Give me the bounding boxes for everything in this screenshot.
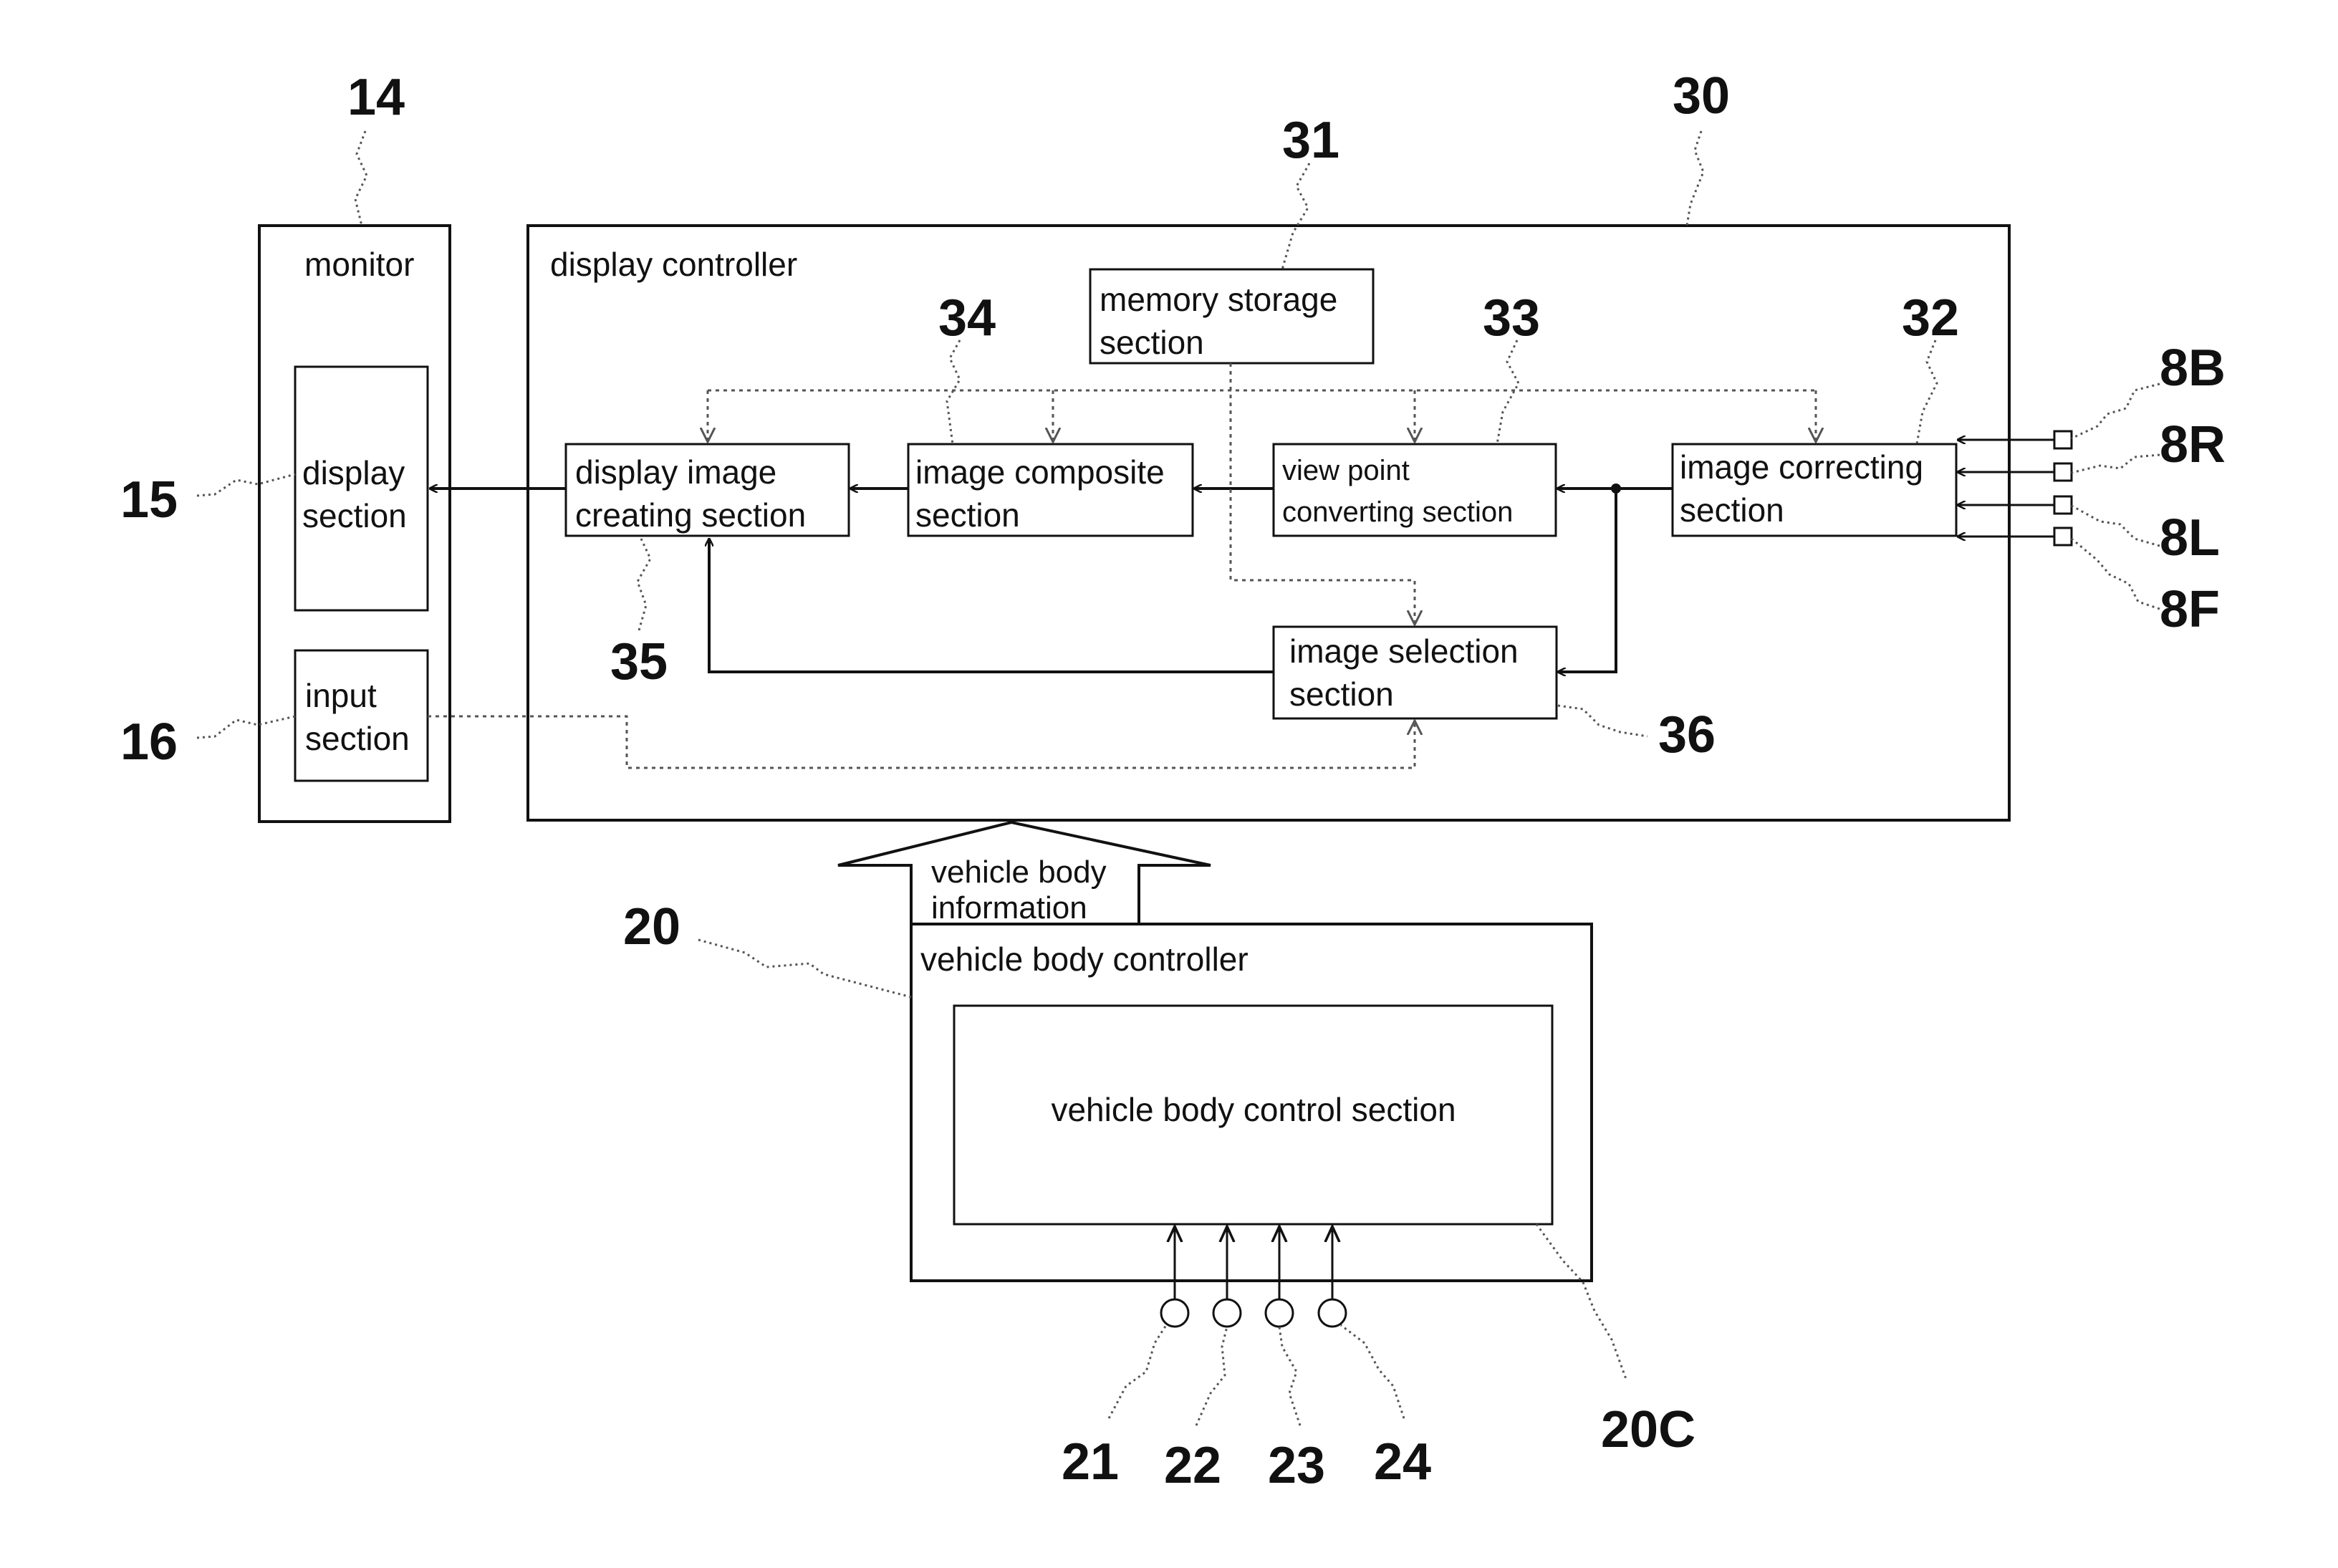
ref-24: 24 — [1374, 1433, 1431, 1491]
display-controller-label: display controller — [550, 246, 797, 283]
sensor-21-icon — [1161, 1299, 1188, 1327]
leader-22 — [1196, 1327, 1227, 1425]
camera-front-icon — [2054, 528, 2072, 545]
leader-20 — [698, 940, 911, 997]
leader-8b — [2072, 384, 2160, 438]
ref-8l: 8L — [2160, 509, 2220, 567]
leader-8r — [2072, 455, 2160, 473]
sensor-24-icon — [1319, 1299, 1346, 1327]
leader-24 — [1341, 1325, 1404, 1418]
ref-8f: 8F — [2160, 581, 2220, 638]
ref-8b: 8B — [2160, 340, 2226, 397]
vehicle-body-information-label: vehicle bodyinformation — [931, 855, 1107, 925]
vehicle-body-controller-label: vehicle body controller — [920, 941, 1249, 978]
ref-35: 35 — [610, 633, 668, 691]
leader-23 — [1279, 1327, 1300, 1425]
leader-14 — [355, 131, 367, 226]
vehicle-body-control-section-label: vehicle body control section — [1051, 1091, 1456, 1128]
ref-32: 32 — [1902, 289, 1959, 347]
ref-14: 14 — [347, 69, 405, 126]
ref-20: 20 — [623, 898, 680, 956]
ref-34: 34 — [938, 289, 996, 347]
sensor-22-icon — [1213, 1299, 1241, 1327]
sensor-23-icon — [1266, 1299, 1293, 1327]
ref-8r: 8R — [2160, 416, 2226, 473]
leader-30 — [1687, 131, 1703, 226]
ref-31: 31 — [1282, 112, 1339, 169]
camera-back-icon — [2054, 431, 2072, 448]
ref-16: 16 — [120, 713, 178, 771]
ref-33: 33 — [1483, 289, 1540, 347]
ref-21: 21 — [1062, 1433, 1119, 1491]
monitor-label: monitor — [304, 246, 414, 283]
ref-20c: 20C — [1601, 1401, 1695, 1458]
ref-15: 15 — [120, 471, 178, 529]
camera-right-icon — [2054, 463, 2072, 481]
leader-21 — [1109, 1325, 1166, 1418]
input-section-block — [295, 650, 428, 781]
leader-8f — [2072, 539, 2160, 609]
leader-8l — [2072, 506, 2160, 546]
ref-36: 36 — [1658, 706, 1716, 764]
camera-left-icon — [2054, 496, 2072, 514]
ref-22: 22 — [1164, 1437, 1221, 1494]
ref-23: 23 — [1268, 1437, 1325, 1494]
ref-30: 30 — [1673, 67, 1730, 125]
